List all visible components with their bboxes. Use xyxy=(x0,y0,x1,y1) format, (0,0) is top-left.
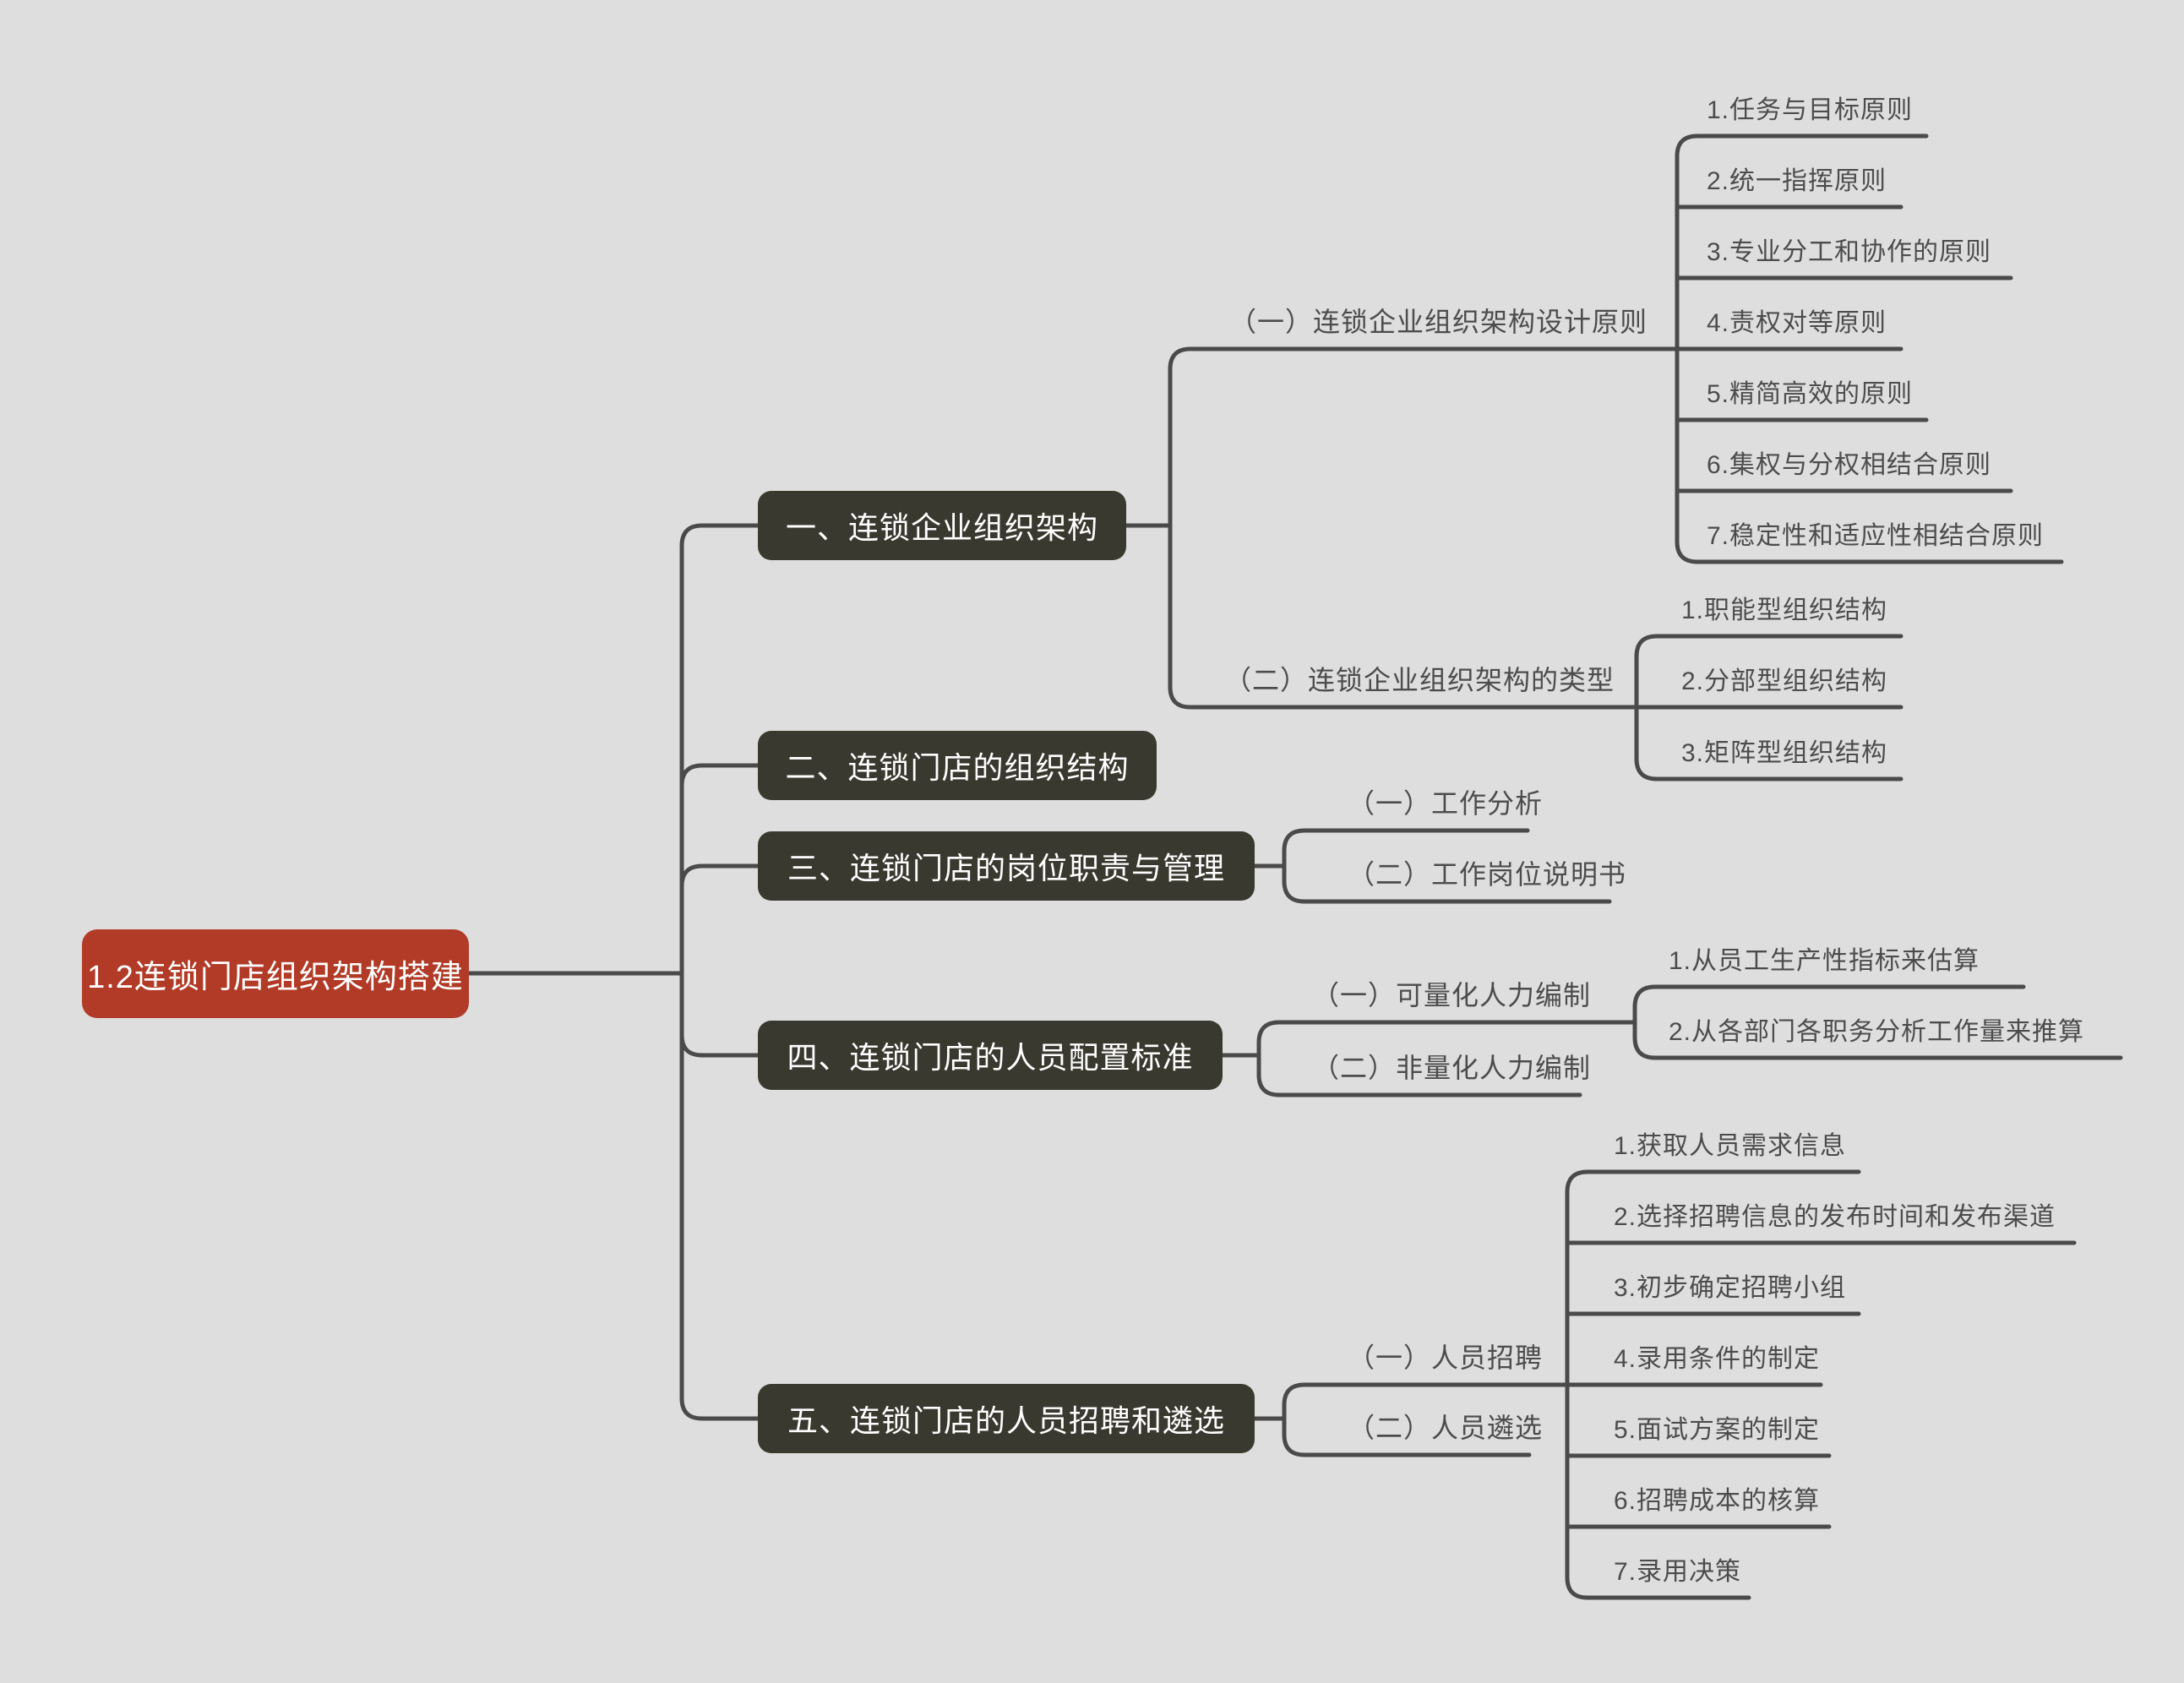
connector-line xyxy=(1282,1382,1570,1421)
subtopic-1-2[interactable]: （二）连锁企业组织架构的类型 xyxy=(1224,665,1615,695)
connector-line xyxy=(679,523,760,976)
subtopic-4-1[interactable]: （一）可量化人力编制 xyxy=(1312,980,1592,1010)
subtopic-5-1[interactable]: （一）人员招聘 xyxy=(1348,1343,1544,1373)
item-principle-3[interactable]: 3.专业分工和协作的原则 xyxy=(1707,238,1992,266)
branch-node-2[interactable]: 二、连锁门店的组织结构 xyxy=(758,731,1157,800)
connector-line xyxy=(1282,863,1612,904)
item-principle-4[interactable]: 4.责权对等原则 xyxy=(1707,309,1887,337)
item-quant-2[interactable]: 2.从各部门各职务分析工作量来推算 xyxy=(1669,1018,2085,1046)
item-quant-1[interactable]: 1.从员工生产性指标来估算 xyxy=(1669,947,1980,975)
connector-line xyxy=(1632,984,2026,1025)
subtopic-1-1[interactable]: （一）连锁企业组织架构设计原则 xyxy=(1229,307,1648,337)
branch-node-3[interactable]: 三、连锁门店的岗位职责与管理 xyxy=(758,831,1255,901)
item-principle-2[interactable]: 2.统一指挥原则 xyxy=(1707,167,1887,195)
branch-node-1[interactable]: 一、连锁企业组织架构 xyxy=(758,491,1126,560)
connector-line xyxy=(1634,634,1904,710)
branch-node-4[interactable]: 四、连锁门店的人员配置标准 xyxy=(758,1021,1223,1090)
item-type-1[interactable]: 1.职能型组织结构 xyxy=(1681,596,1888,624)
connector-line xyxy=(1565,1169,1861,1387)
connector-line xyxy=(1256,1053,1582,1097)
connector-line xyxy=(1675,133,1929,351)
connector-line xyxy=(1282,828,1530,869)
subtopic-3-1[interactable]: （一）工作分析 xyxy=(1348,788,1544,819)
item-recruit-6[interactable]: 6.招聘成本的核算 xyxy=(1614,1487,1821,1515)
connector-line xyxy=(1565,1382,1751,1600)
item-recruit-1[interactable]: 1.获取人员需求信息 xyxy=(1614,1132,1847,1160)
connector-line xyxy=(1634,705,1904,782)
item-type-3[interactable]: 3.矩阵型组织结构 xyxy=(1681,739,1888,767)
branch-node-5[interactable]: 五、连锁门店的人员招聘和遴选 xyxy=(758,1384,1255,1453)
root-node[interactable]: 1.2连锁门店组织架构搭建 xyxy=(82,929,469,1018)
connector-line xyxy=(1168,523,1639,710)
connector-line xyxy=(1282,1416,1532,1457)
connector-line xyxy=(679,971,760,1421)
subtopic-5-2[interactable]: （二）人员遴选 xyxy=(1348,1413,1544,1443)
item-recruit-2[interactable]: 2.选择招聘信息的发布时间和发布渠道 xyxy=(1614,1203,2056,1231)
item-principle-1[interactable]: 1.任务与目标原则 xyxy=(1707,96,1914,124)
connector-line xyxy=(1675,346,2064,564)
item-type-2[interactable]: 2.分部型组织结构 xyxy=(1681,667,1888,695)
item-principle-5[interactable]: 5.精简高效的原则 xyxy=(1707,380,1914,408)
connector-line xyxy=(1168,346,1680,528)
connector-line xyxy=(679,863,760,976)
item-recruit-5[interactable]: 5.面试方案的制定 xyxy=(1614,1416,1821,1444)
subtopic-4-2[interactable]: （二）非量化人力编制 xyxy=(1312,1053,1592,1083)
item-recruit-4[interactable]: 4.录用条件的制定 xyxy=(1614,1345,1821,1373)
connector-line xyxy=(1632,1020,2123,1060)
item-recruit-3[interactable]: 3.初步确定招聘小组 xyxy=(1614,1274,1847,1302)
item-principle-7[interactable]: 7.稳定性和适应性相结合原则 xyxy=(1707,522,2045,550)
item-principle-6[interactable]: 6.集权与分权相结合原则 xyxy=(1707,451,1992,479)
connector-line xyxy=(1256,1020,1637,1058)
subtopic-3-2[interactable]: （二）工作岗位说明书 xyxy=(1348,859,1627,890)
item-recruit-7[interactable]: 7.录用决策 xyxy=(1614,1558,1742,1586)
connector-line xyxy=(679,763,760,976)
connector-line xyxy=(679,971,760,1058)
